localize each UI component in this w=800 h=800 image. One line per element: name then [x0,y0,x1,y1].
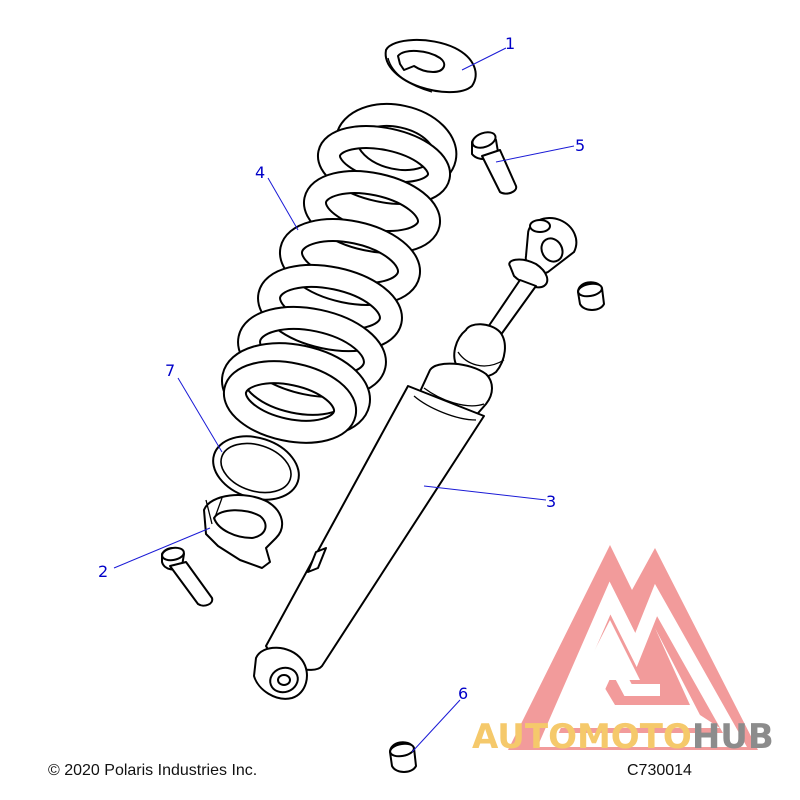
leader-2 [113,527,211,569]
spring-seat-lower [203,494,284,569]
watermark-text: AUTOMOTOHUB [472,717,774,757]
callout-1: 1 [505,34,515,53]
leader-4 [267,177,299,231]
leader-lines [113,47,575,753]
bushing-lower [389,741,417,773]
callout-3: 3 [546,492,556,511]
callout-5: 5 [575,136,585,155]
watermark-text-part2: HUB [692,717,774,757]
watermark-text-part1: AUTOMOTO [472,717,692,757]
callout-6: 6 [458,684,468,703]
callout-4: 4 [255,163,265,182]
callout-7: 7 [165,361,175,380]
leader-7 [177,377,223,453]
bolt-lower [161,546,214,607]
watermark-logo [508,545,758,750]
coil-spring [221,103,458,444]
shock-absorber [253,216,578,700]
copyright-notice: © 2020 Polaris Industries Inc. [48,762,257,779]
leader-6 [411,699,461,753]
spring-seat-top [384,38,477,94]
bolt-upper [471,131,518,195]
figure-code: C730014 [627,762,692,779]
leader-1 [461,47,507,71]
callout-2: 2 [98,562,108,581]
bushing-upper [577,281,605,311]
leader-3 [423,485,547,501]
leader-5 [495,145,575,163]
